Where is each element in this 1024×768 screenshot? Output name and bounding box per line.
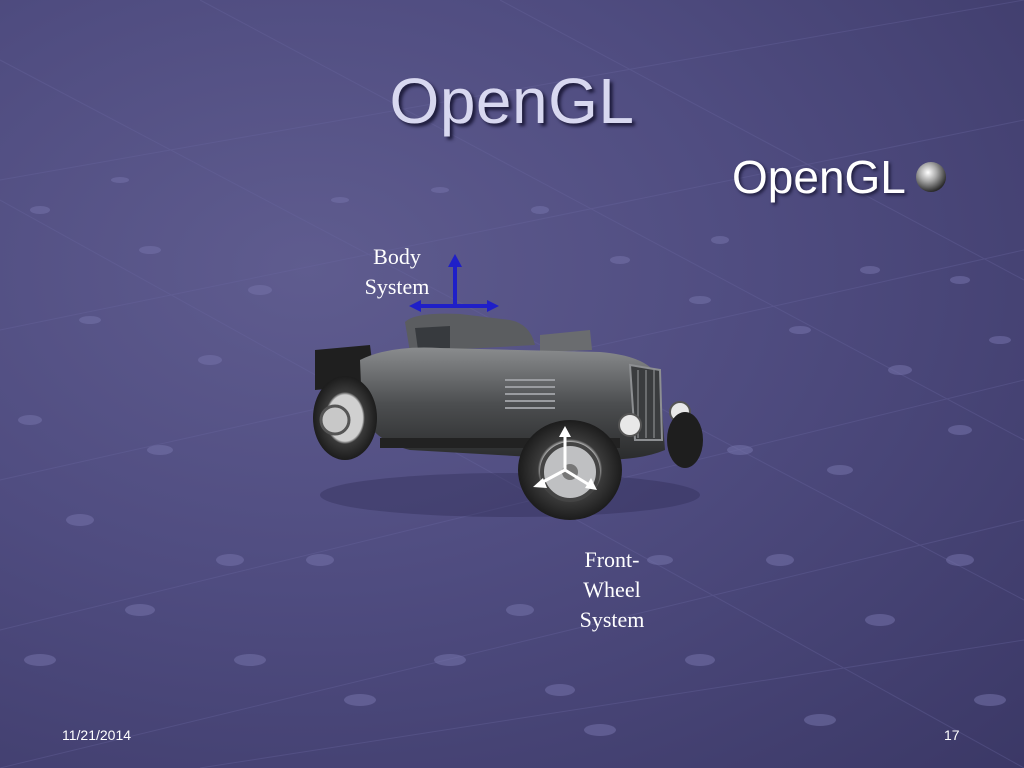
body-axis-arrows bbox=[409, 254, 499, 312]
bullet-text: OpenGL bbox=[732, 151, 906, 203]
body-system-label: Body System bbox=[352, 242, 442, 302]
body-label-line2: System bbox=[364, 274, 430, 299]
sphere-bullet-icon bbox=[915, 162, 946, 192]
wheel-label-line1: Front- bbox=[584, 547, 640, 572]
slide-title: OpenGL bbox=[389, 65, 635, 137]
slide-number: 17 bbox=[944, 727, 960, 743]
slide-date: 11/21/2014 bbox=[62, 727, 132, 743]
hot-rod-car-image bbox=[313, 313, 703, 520]
body-label-line1: Body bbox=[373, 244, 421, 269]
wheel-label-line2: Wheel bbox=[583, 577, 641, 602]
wheel-axis-arrows bbox=[533, 426, 597, 490]
bullet-item: OpenGL bbox=[732, 150, 948, 204]
front-wheel-system-label: Front- Wheel System bbox=[562, 545, 662, 635]
wheel-label-line3: System bbox=[579, 607, 645, 632]
